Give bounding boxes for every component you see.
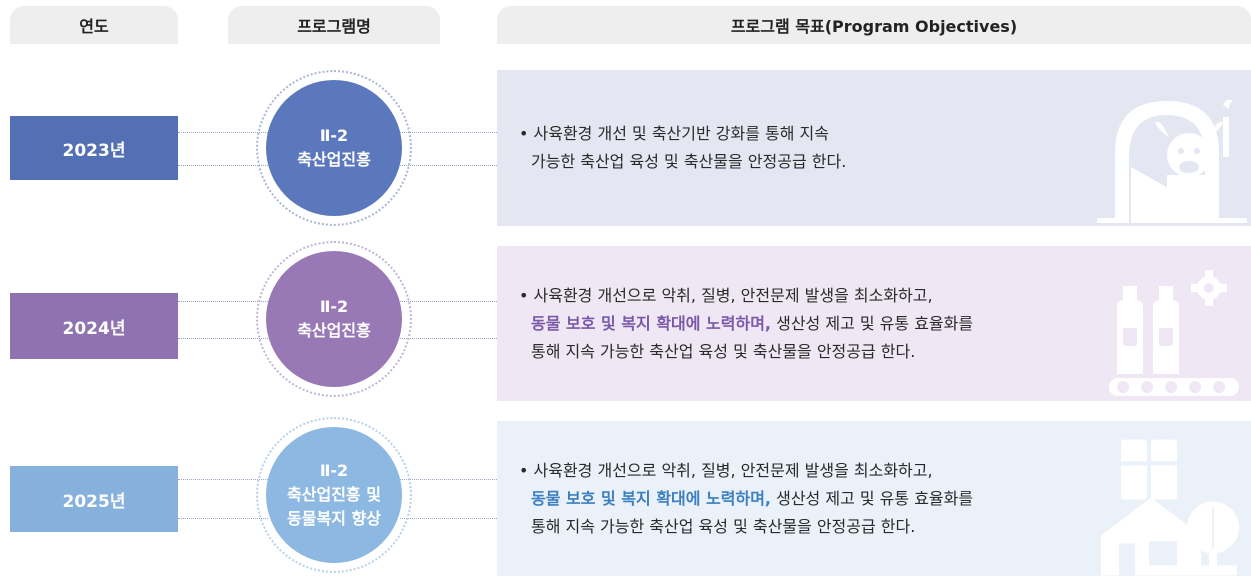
- header-program: 프로그램명: [228, 6, 440, 44]
- objective-line: 동물 보호 및 복지 확대에 노력하며, 생산성 제고 및 유통 효율화를: [519, 310, 1251, 338]
- dotted-ring: [256, 70, 412, 226]
- connector-line: [178, 479, 268, 519]
- header-year-label: 연도: [79, 17, 109, 36]
- year-box-2024: 2024년: [10, 293, 178, 359]
- header-objective: 프로그램 목표(Program Objectives): [497, 6, 1251, 44]
- program-circle-2023: Ⅱ-2 축산업진흥: [256, 70, 412, 226]
- program-code: Ⅱ-2: [319, 461, 349, 480]
- connector-line: [400, 132, 497, 166]
- objective-text: 생산성 제고 및 유통 효율화를: [771, 488, 974, 508]
- objective-line: 통해 지속 가능한 축산업 육성 및 축산물을 안정공급 한다.: [531, 516, 916, 536]
- header-program-label: 프로그램명: [297, 17, 371, 36]
- program-code: Ⅱ-2: [319, 126, 349, 145]
- program-badge: Ⅱ-2 축산업진흥 및 동물복지 향상: [266, 427, 402, 563]
- program-name: 축산업진흥 및: [287, 485, 381, 504]
- program-badge: Ⅱ-2 축산업진흥: [266, 80, 402, 216]
- objective-line: • 사육환경 개선으로 악취, 질병, 안전문제 발생을 최소화하고,: [519, 460, 933, 480]
- year-label: 2025년: [62, 491, 126, 512]
- program-circle-2024: Ⅱ-2 축산업진흥: [256, 241, 412, 397]
- milk-factory-icon: [1109, 270, 1239, 396]
- program-code: Ⅱ-2: [319, 297, 349, 316]
- connector-line: [178, 132, 268, 166]
- program-name: 축산업진흥: [297, 321, 371, 340]
- connector-line: [400, 479, 497, 519]
- program-name: 축산업진흥: [297, 150, 371, 169]
- header-year: 연도: [10, 6, 178, 44]
- objective-panel-2025: • 사육환경 개선으로 악취, 질병, 안전문제 발생을 최소화하고, 동물 보…: [497, 421, 1251, 576]
- dotted-ring: [256, 417, 412, 573]
- year-box-2025: 2025년: [10, 466, 178, 532]
- program-badge: Ⅱ-2 축산업진흥: [266, 251, 402, 387]
- objective-panel-2023: • 사육환경 개선 및 축산기반 강화를 통해 지속 가능한 축산업 육성 및 …: [497, 70, 1251, 226]
- program-name: 동물복지 향상: [287, 509, 381, 528]
- highlight-text: 동물 보호 및 복지 확대에 노력하며,: [531, 313, 772, 333]
- objective-line: • 사육환경 개선으로 악취, 질병, 안전문제 발생을 최소화하고,: [519, 285, 933, 305]
- connector-line: [178, 301, 268, 339]
- year-box-2023: 2023년: [10, 116, 178, 180]
- objective-line: 가능한 축산업 육성 및 축산물을 안정공급 한다.: [531, 152, 847, 171]
- objective-text: 생산성 제고 및 유통 효율화를: [771, 313, 974, 333]
- year-label: 2023년: [62, 140, 126, 161]
- objective-panel-2024: • 사육환경 개선으로 악취, 질병, 안전문제 발생을 최소화하고, 동물 보…: [497, 246, 1251, 401]
- dotted-ring: [256, 241, 412, 397]
- cow-farm-icon: [1097, 99, 1247, 223]
- highlight-text: 동물 보호 및 복지 확대에 노력하며,: [531, 488, 772, 508]
- program-circle-2025: Ⅱ-2 축산업진흥 및 동물복지 향상: [256, 417, 412, 573]
- connector-line: [400, 301, 497, 339]
- year-label: 2024년: [62, 318, 126, 339]
- objective-line: • 사육환경 개선 및 축산기반 강화를 통해 지속: [519, 124, 829, 143]
- farm-house-tree-icon: [1101, 439, 1239, 576]
- objective-line: 동물 보호 및 복지 확대에 노력하며, 생산성 제고 및 유통 효율화를: [519, 485, 1251, 513]
- objective-line: 통해 지속 가능한 축산업 육성 및 축산물을 안정공급 한다.: [531, 341, 916, 361]
- header-objective-label: 프로그램 목표(Program Objectives): [730, 17, 1018, 36]
